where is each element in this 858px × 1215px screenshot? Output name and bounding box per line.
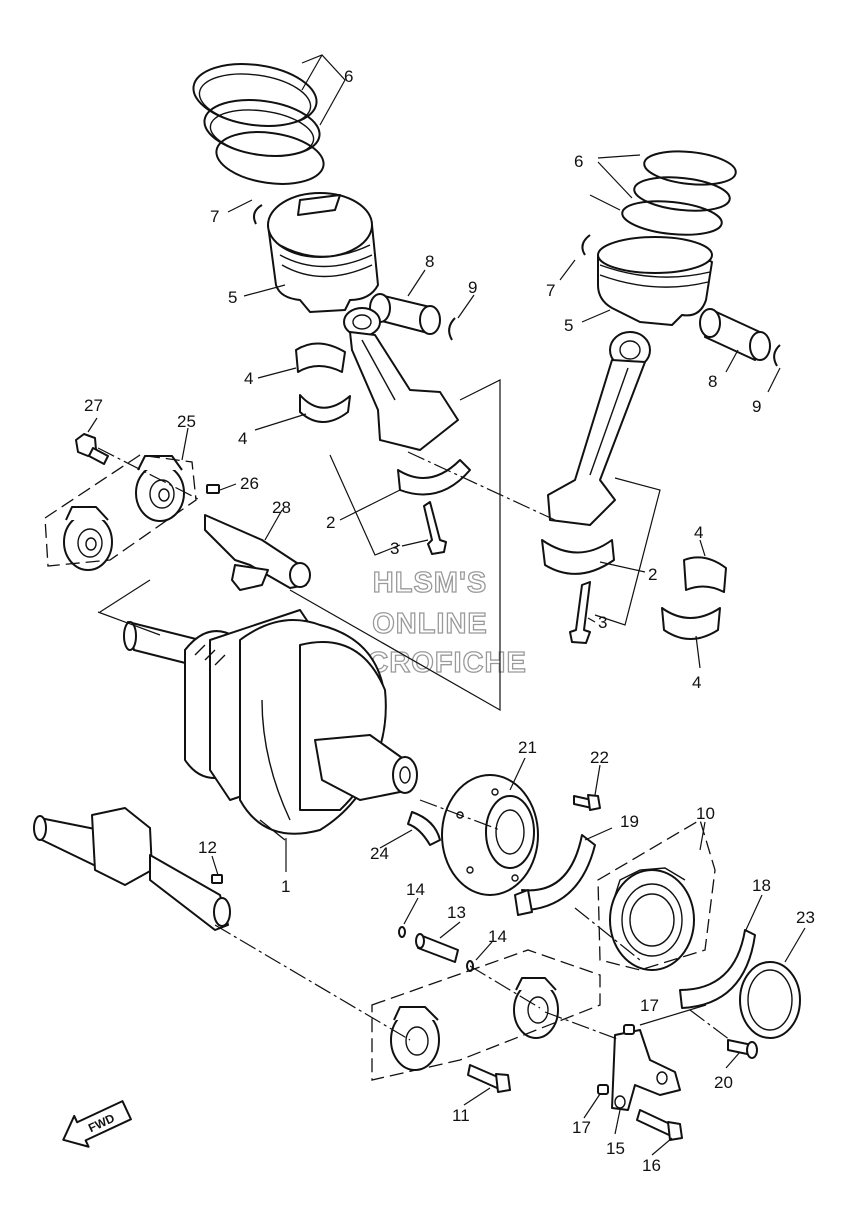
callout-18: 18 [752,876,771,895]
callout-9: 9 [752,397,761,416]
callout-23: 23 [796,908,815,927]
callout-22: 22 [590,748,609,767]
callout-16: 16 [642,1156,661,1175]
callout-6: 6 [574,152,583,171]
callout-3: 3 [598,613,607,632]
callout-7: 7 [210,207,219,226]
group-box-lower [371,949,601,1081]
callout-7: 7 [546,281,555,300]
key-12 [211,874,223,884]
shaft-13 [415,933,459,963]
callout-4: 4 [238,429,247,448]
callout-5: 5 [228,288,237,307]
bracket-24 [407,811,441,846]
piston-pin-right [699,308,771,361]
bolt-20 [727,1039,758,1059]
callout-9: 9 [468,278,477,297]
callout-numbers: 6 7 5 8 9 6 7 5 8 9 4 4 27 25 26 28 2 3 … [84,67,815,1175]
rod-cap-right [541,539,615,575]
callout-20: 20 [714,1073,733,1092]
callout-28: 28 [272,498,291,517]
bearing-4b [299,394,351,423]
callout-17: 17 [640,996,659,1015]
seal-23 [739,961,801,1039]
crankshaft [123,609,418,841]
piston-pin-left [369,293,441,335]
rod-bolt-left [423,501,447,555]
piston-rings-right [621,150,737,236]
callout-4: 4 [694,523,703,542]
callout-10: 10 [696,804,715,823]
c-clip-7-right [581,234,591,256]
callout-2: 2 [648,565,657,584]
callout-13: 13 [447,903,466,922]
callout-4: 4 [244,369,253,388]
callout-5: 5 [564,316,573,335]
callout-11: 11 [452,1106,470,1125]
c-clip-7-left [253,204,263,225]
callout-4: 4 [692,673,701,692]
callout-6: 6 [344,67,353,86]
balancer-shaft [33,807,231,931]
callout-14: 14 [488,927,507,946]
callout-27: 27 [84,396,103,415]
connecting-rod-right [547,331,651,526]
bearing-4d [661,607,721,640]
callout-12: 12 [198,838,217,857]
callout-26: 26 [240,474,259,493]
gear-lower-left [390,1006,440,1071]
group-box-25 [44,454,197,567]
callout-19: 19 [620,812,639,831]
key-26 [206,484,220,494]
group-box-10 [597,819,716,971]
callout-leaders [87,54,806,1156]
bearing-4a [295,342,346,373]
c-clip-9-right [773,344,781,367]
callout-14: 14 [406,880,425,899]
callout-1: 1 [281,877,290,896]
callout-24: 24 [370,844,389,863]
bearing-18 [679,929,756,1009]
callout-2: 2 [326,513,335,532]
watermark-line-2: ONLINE [372,608,488,640]
shaft-28 [204,514,311,591]
connecting-rod-left [343,307,459,451]
callout-8: 8 [708,372,717,391]
bolt-27 [75,433,109,465]
callout-21: 21 [518,738,537,757]
gear-lower-center [513,977,559,1039]
assembly-lines [97,379,731,1041]
bearing-19 [521,834,596,911]
callout-15: 15 [606,1139,625,1158]
callout-8: 8 [425,252,434,271]
dowel-17a [623,1024,635,1035]
bracket-15 [611,1029,681,1111]
bolt-11 [467,1064,511,1093]
c-clip-9-left [448,317,456,341]
callout-25: 25 [177,412,196,431]
watermark-line-1: HLSM'S [373,567,487,599]
bearing-4c [683,556,727,593]
bolt-22 [573,794,601,811]
plate-21 [441,774,539,896]
rod-bolt-right [569,581,591,644]
callout-17: 17 [572,1118,591,1137]
gear-10 [609,867,695,971]
o-ring-14a [398,926,406,938]
piston-rings-left [192,63,325,185]
dowel-17b [597,1084,609,1095]
callout-3: 3 [390,539,399,558]
piston-right-crown [597,236,713,274]
bolt-16 [636,1109,683,1141]
fwd-arrow: FWD [62,1100,132,1148]
rod-cap-left [397,459,471,496]
gear-left-small [63,506,113,571]
